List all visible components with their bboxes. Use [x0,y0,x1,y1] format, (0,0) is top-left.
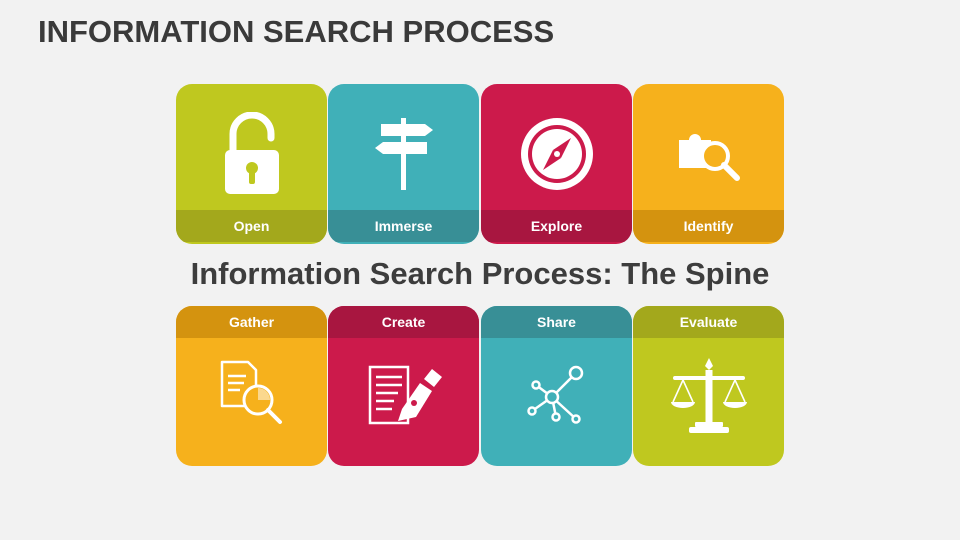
puzzle-search-icon [633,102,784,206]
tile-create: Create [328,306,479,466]
slide-title: INFORMATION SEARCH PROCESS [38,14,555,49]
tile-gather: Gather [176,306,327,466]
tile-label-gather: Gather [176,306,327,338]
tile-label-share: Share [481,306,632,338]
document-search-icon [176,340,327,452]
tile-label-identify: Identify [633,210,784,242]
tile-explore: Explore [481,84,632,244]
tile-label-open: Open [176,210,327,242]
tile-label-explore: Explore [481,210,632,242]
slide-subtitle: Information Search Process: The Spine [190,256,770,291]
tile-evaluate: Evaluate [633,306,784,466]
tile-label-immerse: Immerse [328,210,479,242]
balance-scale-icon [633,340,784,452]
document-pen-icon [328,340,479,452]
tile-immerse: Immerse [328,84,479,244]
padlock-open-icon [176,102,327,206]
tile-label-evaluate: Evaluate [633,306,784,338]
compass-icon [481,102,632,206]
network-nodes-icon [481,340,632,452]
tile-identify: Identify [633,84,784,244]
tile-share: Share [481,306,632,466]
signpost-icon [328,102,479,206]
tile-open: Open [176,84,327,244]
tile-label-create: Create [328,306,479,338]
